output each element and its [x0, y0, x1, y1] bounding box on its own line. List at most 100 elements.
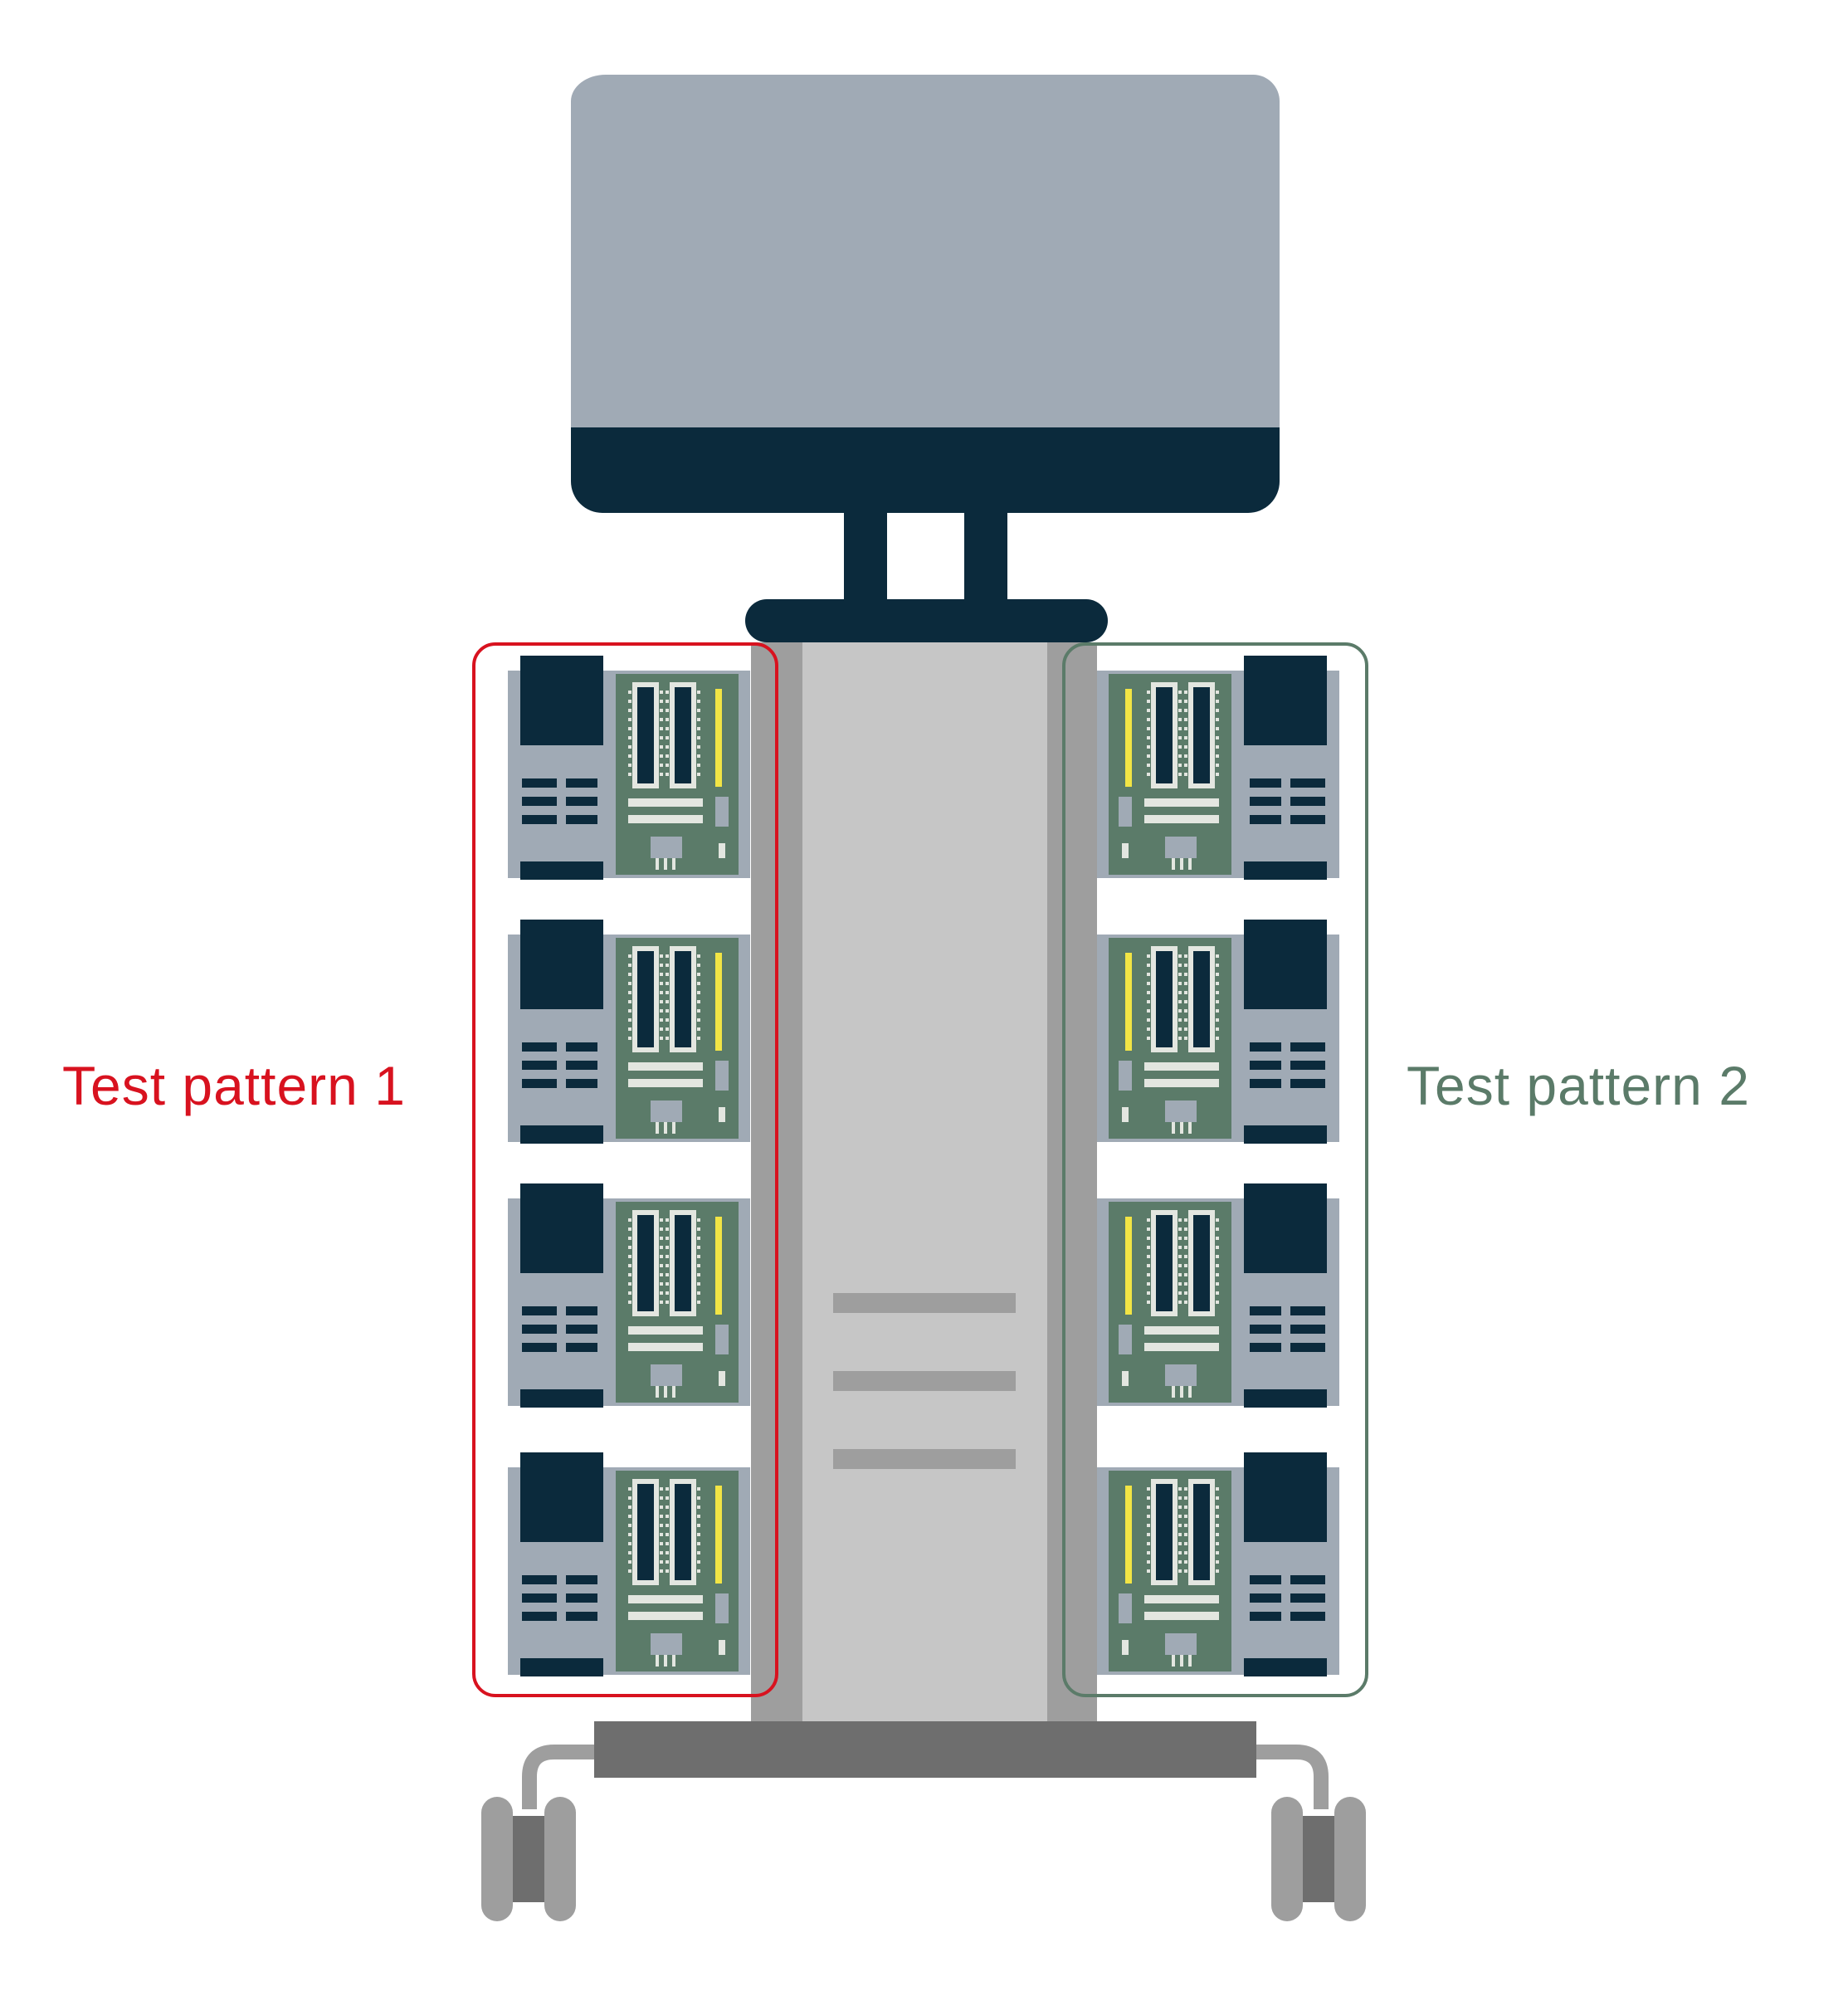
connector-pin [1172, 1386, 1175, 1398]
module-slot [522, 1343, 557, 1352]
chip-pin [697, 1273, 700, 1276]
connector-pin [656, 1122, 659, 1134]
cart-column [751, 642, 1097, 1721]
chip-pin [1178, 1291, 1182, 1295]
chip-pin [1178, 964, 1182, 967]
chip-pin [1216, 745, 1219, 749]
module-slot [566, 1079, 597, 1088]
chip-pin [628, 1273, 631, 1276]
chip-pin [628, 1506, 631, 1509]
chip-pin [1216, 1291, 1219, 1295]
chip-pin [1184, 718, 1187, 721]
chip-pin [1216, 1551, 1219, 1554]
module-slot [1290, 1325, 1325, 1334]
chip-pin [628, 1282, 631, 1286]
chip-pin [1147, 773, 1150, 776]
chip-pin [697, 1009, 700, 1013]
chip-pin [660, 973, 663, 976]
chip-pin [628, 1264, 631, 1267]
board-trace [628, 1062, 703, 1071]
chip-body [1156, 1215, 1173, 1311]
board-connector [651, 1364, 682, 1386]
module-slot [566, 1575, 597, 1584]
chip-pin [1147, 982, 1150, 985]
circuit-board [1109, 938, 1231, 1139]
module-slot [566, 1593, 597, 1603]
chip-pin [1178, 1218, 1182, 1222]
chip-pin [666, 1560, 669, 1564]
chip-pin [628, 954, 631, 958]
chip-pin [628, 1246, 631, 1249]
chip-pin [1178, 1027, 1182, 1031]
board-trace [1144, 1079, 1219, 1087]
base-bar [594, 1721, 1256, 1778]
chip-body [637, 1215, 654, 1311]
chip-pin [1184, 954, 1187, 958]
chip-pin [660, 1487, 663, 1491]
chip-pin [1147, 1273, 1150, 1276]
module-slot [522, 1612, 557, 1621]
chip-pin [697, 700, 700, 703]
chip-pin [660, 718, 663, 721]
chip-pin [660, 1237, 663, 1240]
board-highlight-strip [715, 1217, 722, 1315]
chip-pin [666, 1569, 669, 1573]
chip-pin [697, 754, 700, 758]
chip-pin [1178, 1255, 1182, 1258]
test-module [1097, 1183, 1339, 1408]
module-slot [1290, 1612, 1325, 1621]
board-trace [628, 1326, 703, 1335]
chip-pin [697, 982, 700, 985]
chip-pin [660, 1018, 663, 1022]
board-highlight-strip [715, 689, 722, 787]
chip-pin [666, 691, 669, 694]
chip-pin [666, 1227, 669, 1231]
chip-pin [628, 1237, 631, 1240]
board-highlight-strip [1125, 1217, 1132, 1315]
module-slot [1290, 1079, 1325, 1088]
board-component [719, 1371, 725, 1386]
chip-pin [1216, 736, 1219, 739]
chip-pin [660, 691, 663, 694]
chip-pin [628, 709, 631, 712]
chip-pin [660, 991, 663, 994]
chip-pin [1184, 1487, 1187, 1491]
chip-pin [628, 1551, 631, 1554]
module-display-block [520, 656, 603, 745]
chip-pin [660, 1551, 663, 1554]
monitor-stem-right [964, 508, 1007, 608]
board-trace [1144, 815, 1219, 823]
chip-pin [628, 773, 631, 776]
board-component [715, 1593, 729, 1623]
connector-pin [672, 858, 675, 870]
chip-pin [1147, 1218, 1150, 1222]
module-base-block [1244, 1389, 1327, 1408]
connector-pin [1172, 858, 1175, 870]
chip-pin [666, 1524, 669, 1527]
board-trace [1144, 1595, 1219, 1603]
chip-pin [1147, 954, 1150, 958]
chip-pin [1216, 1037, 1219, 1040]
chip-pin [1184, 1227, 1187, 1231]
board-trace [628, 1343, 703, 1351]
chip-pin [628, 1227, 631, 1231]
chip-pin [1184, 1027, 1187, 1031]
chip-pin [628, 1533, 631, 1536]
module-slot [522, 1079, 557, 1088]
chip-pin [1184, 700, 1187, 703]
chip-body [1156, 687, 1173, 783]
chip-pin [1184, 1291, 1187, 1295]
chip-pin [697, 1506, 700, 1509]
module-base-block [1244, 861, 1327, 880]
chip-pin [666, 954, 669, 958]
monitor-screen [571, 75, 1280, 432]
chip-pin [697, 1291, 700, 1295]
chip-pin [1216, 1018, 1219, 1022]
chip-pin [628, 1018, 631, 1022]
chip-pin [660, 1000, 663, 1003]
chip-body [1193, 1484, 1210, 1580]
chip-pin [1216, 982, 1219, 985]
chip-pin [1184, 1301, 1187, 1304]
module-slot [522, 815, 557, 824]
connector-pin [672, 1386, 675, 1398]
